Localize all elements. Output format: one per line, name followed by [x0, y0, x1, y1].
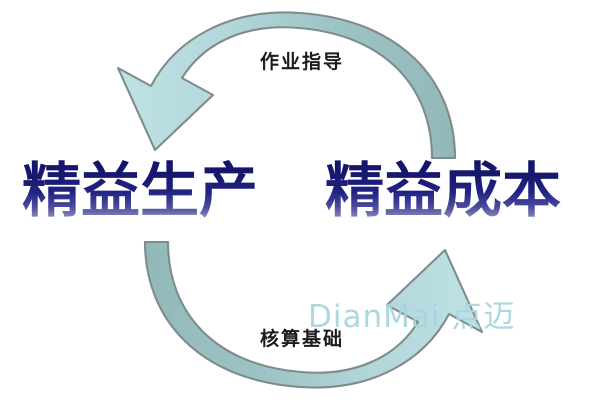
- headline-lean-cost: 精益成本: [325, 156, 562, 225]
- watermark-text: DianMai 点迈: [308, 299, 516, 335]
- arc-bottom-label: 核算基础: [259, 328, 344, 350]
- top-arc-arrow: [116, 11, 457, 160]
- bottom-arc-arrow: [143, 240, 484, 389]
- headline-lean-production: 精益生产: [22, 156, 259, 225]
- arc-top-label: 作业指导: [259, 51, 344, 73]
